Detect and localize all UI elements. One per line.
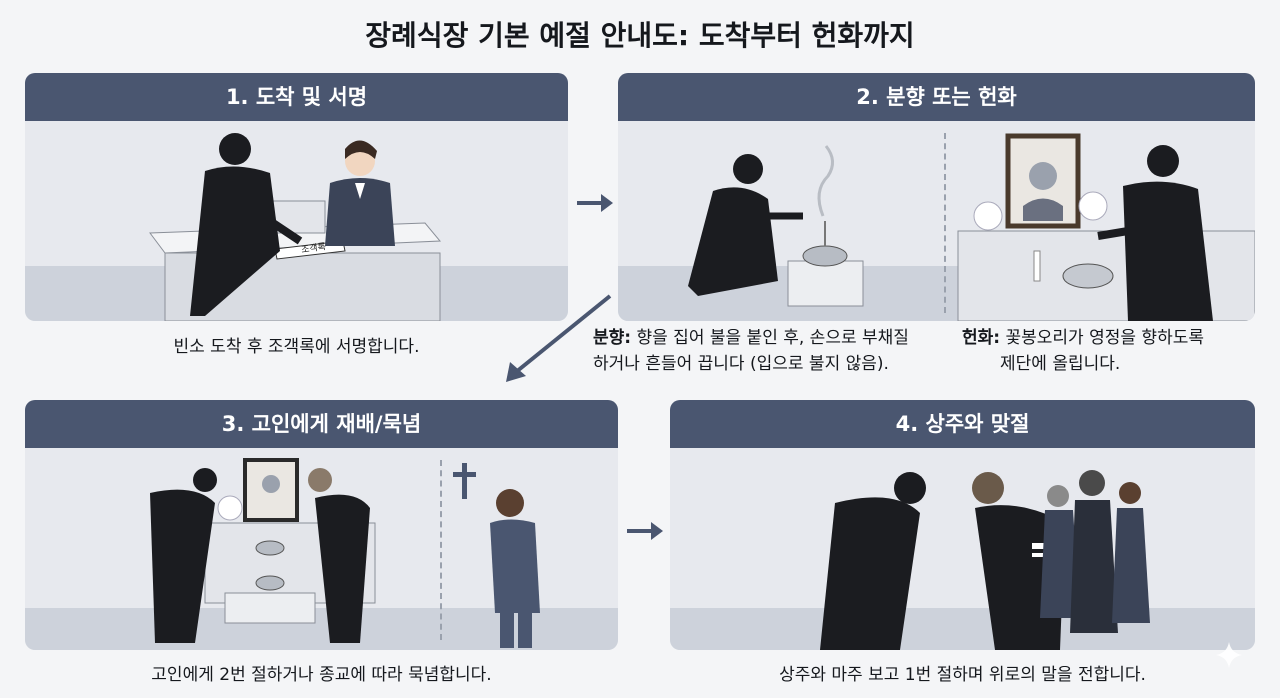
- flower-label: 헌화:: [962, 328, 1001, 348]
- panel-header: 3. 고인에게 재배/묵념: [25, 400, 618, 448]
- caption-incense: 분향: 향을 집어 불을 붙인 후, 손으로 부채질 하거나 흔들어 끕니다 (…: [593, 325, 953, 377]
- panel-header: 1. 도착 및 서명: [25, 73, 568, 121]
- incense-text: 향을 집어 불을 붙인 후, 손으로 부채질: [636, 328, 909, 348]
- bow-illustration: [25, 448, 618, 650]
- sparkle-icon: [1216, 642, 1242, 668]
- page-title: 장례식장 기본 예절 안내도: 도착부터 헌화까지: [365, 19, 915, 52]
- caption-mutual-bow: 상주와 마주 보고 1번 절하며 위로의 말을 전합니다.: [779, 665, 1146, 685]
- arrow-down-left-icon: [506, 294, 612, 382]
- caption-flower: 헌화: 꽃봉오리가 영정을 향하도록 제단에 올립니다.: [962, 325, 1252, 377]
- panel-bow-silent: 3. 고인에게 재배/묵념: [25, 400, 618, 650]
- arrival-illustration: [25, 121, 568, 321]
- panel-mutual-bow: 4. 상주와 맞절: [670, 400, 1255, 650]
- incense-flower-illustration: [618, 121, 1255, 321]
- panel-incense-flower: 2. 분향 또는 헌화: [618, 73, 1255, 321]
- incense-label: 분향:: [593, 328, 632, 348]
- flower-text: 꽃봉오리가 영정을 향하도록: [1005, 328, 1205, 348]
- panel-divider: [944, 133, 946, 313]
- caption-bow-silent: 고인에게 2번 절하거나 종교에 따라 묵념합니다.: [151, 665, 492, 685]
- panel-header: 4. 상주와 맞절: [670, 400, 1255, 448]
- caption-arrival: 빈소 도착 후 조객록에 서명합니다.: [173, 337, 420, 357]
- flower-text-line2: 제단에 올립니다.: [1000, 354, 1121, 374]
- incense-text-line2: 하거나 흔들어 끕니다 (입으로 불지 않음).: [593, 354, 889, 374]
- panel-divider: [440, 460, 442, 640]
- arrow-right-icon: [577, 194, 613, 212]
- panel-arrival: 1. 도착 및 서명 조객록: [25, 73, 568, 321]
- mutual-bow-illustration: [670, 448, 1255, 650]
- arrow-right-icon: [627, 522, 663, 540]
- panel-header: 2. 분향 또는 헌화: [618, 73, 1255, 121]
